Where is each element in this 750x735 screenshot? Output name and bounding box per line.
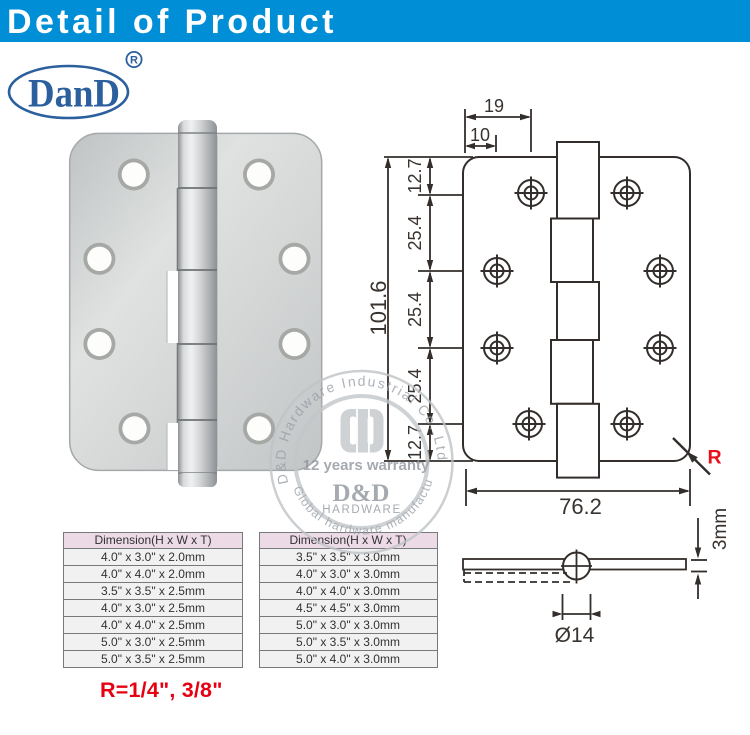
svg-text:25.4: 25.4 <box>405 215 425 250</box>
svg-text:3mm: 3mm <box>710 508 731 550</box>
svg-text:19: 19 <box>484 96 504 116</box>
svg-text:25.4: 25.4 <box>405 368 425 403</box>
svg-text:12.7: 12.7 <box>405 158 425 193</box>
svg-text:76.2: 76.2 <box>559 494 602 519</box>
svg-text:Ø14: Ø14 <box>555 624 595 647</box>
svg-text:HARDWARE: HARDWARE <box>322 504 401 516</box>
svg-text:R: R <box>708 447 722 469</box>
svg-text:10: 10 <box>470 125 490 145</box>
svg-text:101.6: 101.6 <box>366 280 391 335</box>
svg-text:DanD: DanD <box>28 71 120 116</box>
svg-text:25.4: 25.4 <box>405 292 425 327</box>
svg-text:12 years warranty: 12 years warranty <box>303 457 430 474</box>
svg-text:R: R <box>130 55 138 67</box>
svg-text:D&D: D&D <box>333 480 390 507</box>
